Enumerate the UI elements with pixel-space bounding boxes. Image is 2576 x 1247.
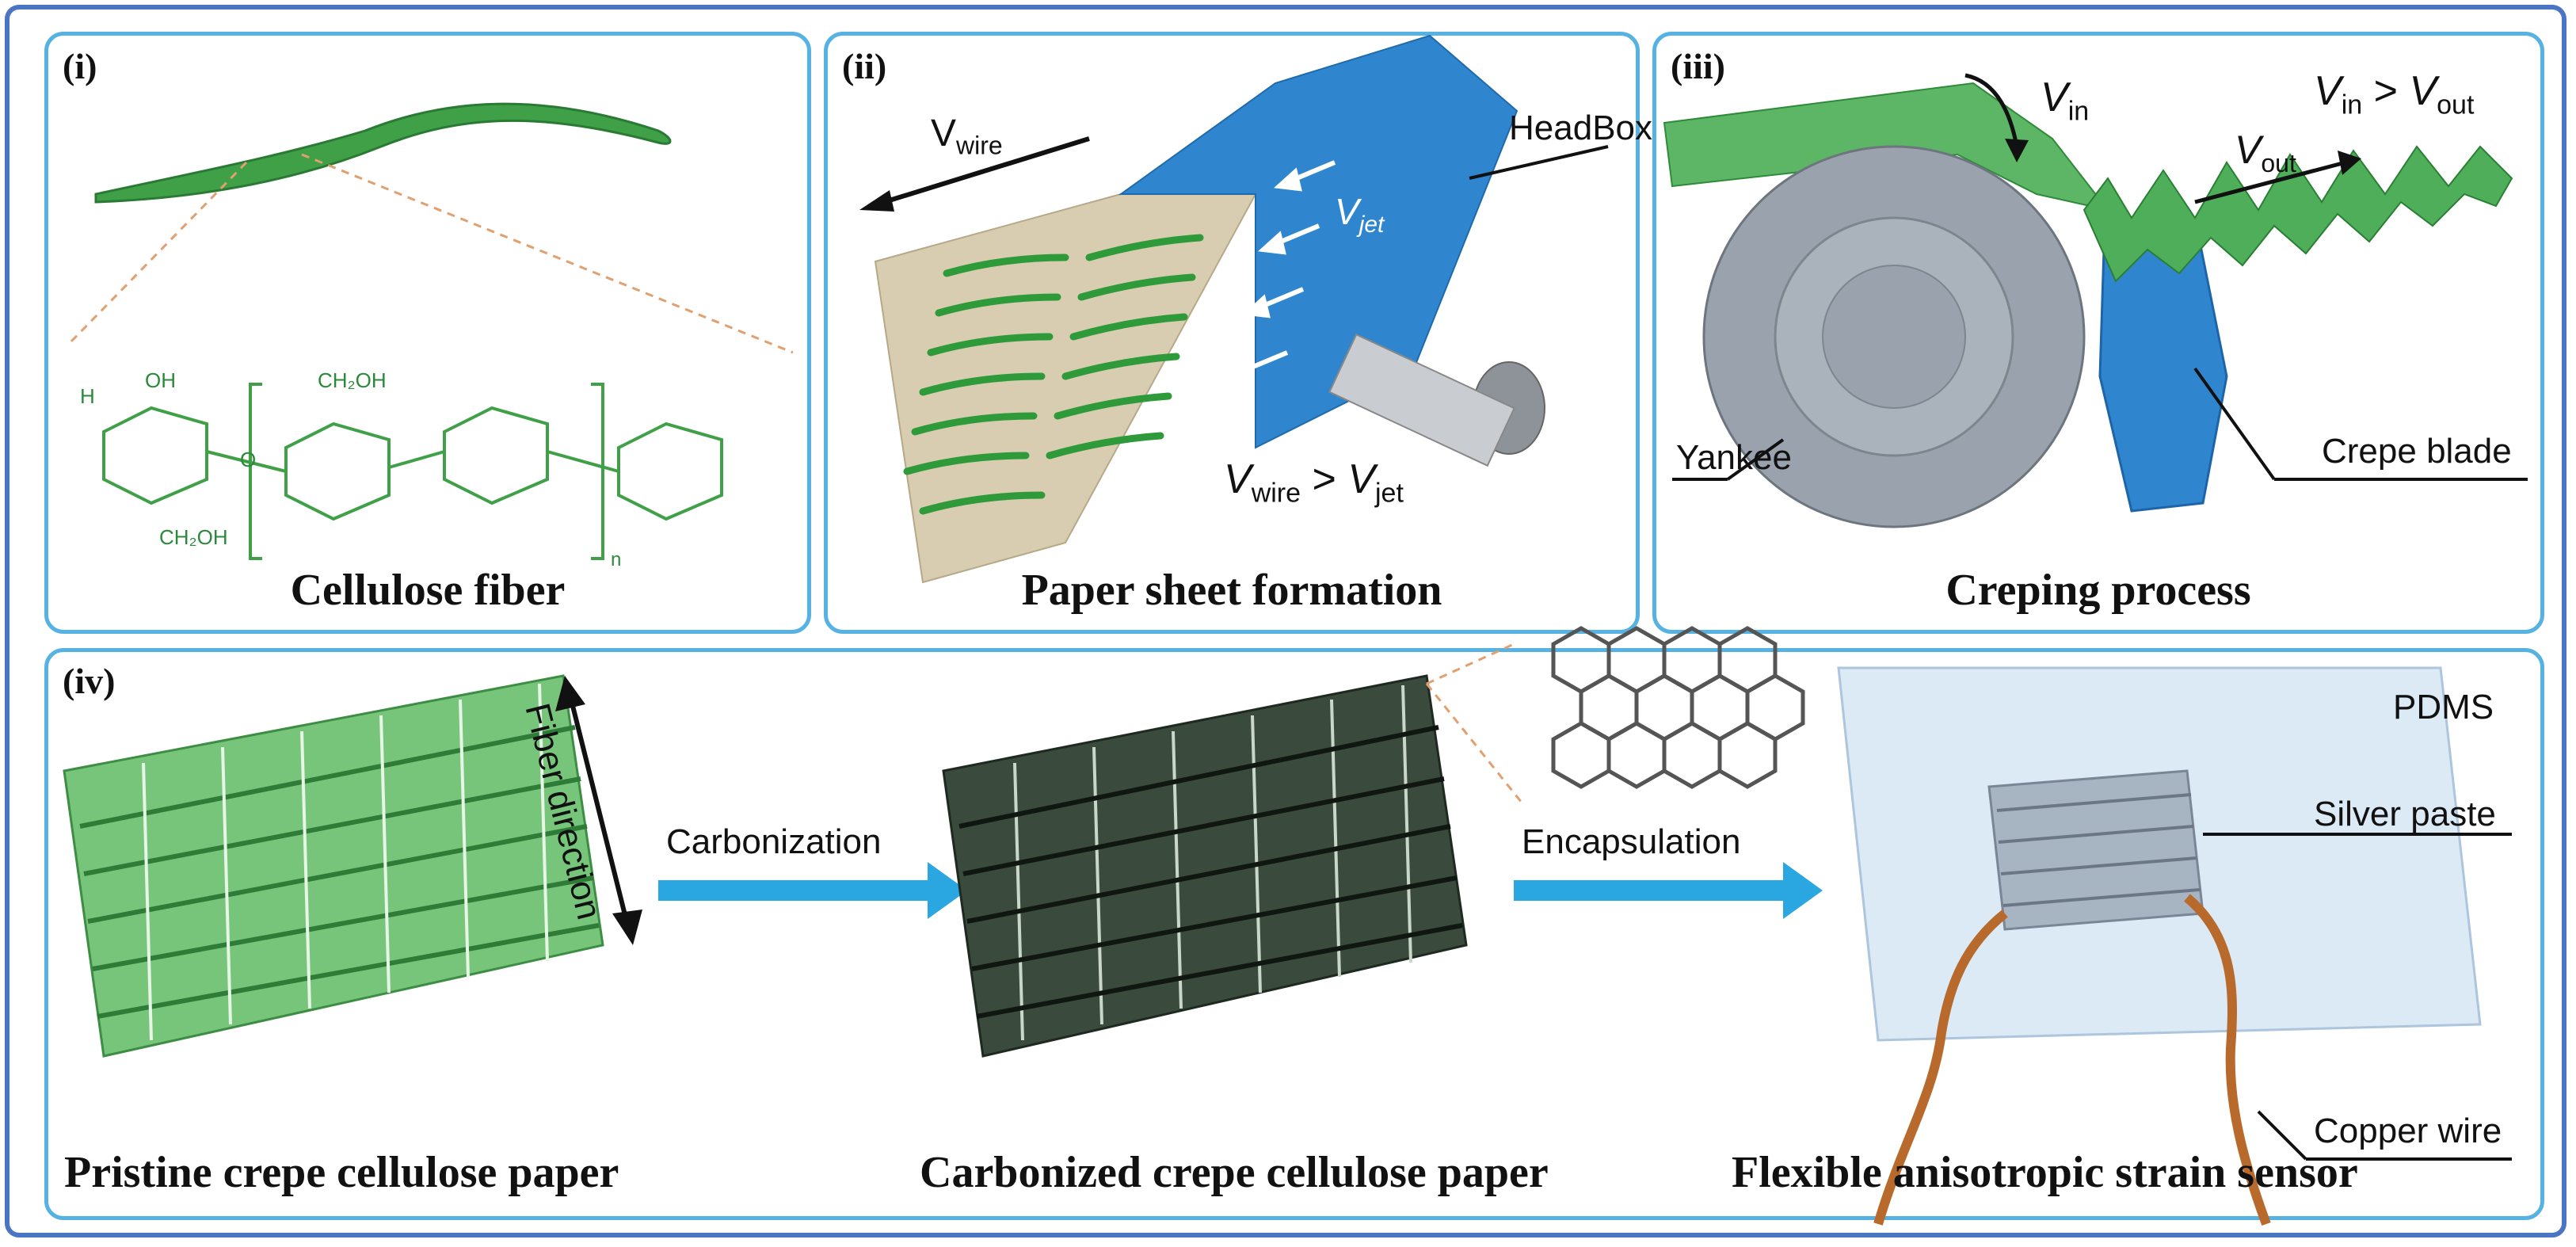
panel-creping-process: (iii) Vin > Vout Vin Vout Yankee Crepe b…: [1652, 32, 2544, 634]
panel-cellulose-fiber: (i) OH CH₂OH CH₂OH O n H Cellulose fiber: [44, 32, 811, 634]
label-vwire: Vwire: [931, 112, 1003, 160]
panel-sensor-fabrication: (iv): [44, 626, 2544, 1226]
vwire-arrow: [871, 136, 1090, 208]
fiber-illustration: [67, 102, 794, 560]
label-carbonization: Carbonization: [666, 822, 882, 861]
hexagonal-lattice-icon: [1551, 626, 1805, 789]
label-crepe-blade: Crepe blade: [2322, 432, 2512, 471]
label-vjet: Vjet: [1335, 191, 1385, 238]
carbonization-arrow: [928, 862, 967, 919]
panel-tag: (ii): [842, 46, 887, 86]
caption-paper-sheet-formation: Paper sheet formation: [1021, 566, 1442, 615]
jet-flow-arrows: [1226, 160, 1336, 382]
caption-creping-process: Creping process: [1945, 566, 2251, 615]
label-vin-gt-vout: Vin > Vout: [2314, 68, 2475, 120]
pristine-crepe-paper: [63, 674, 604, 1058]
chem-label-ch2oh-2: CH₂OH: [159, 525, 228, 549]
headbox-surface: [1118, 34, 1519, 449]
label-silver-paste: Silver paste: [2314, 795, 2496, 833]
panel-tag: (iv): [63, 661, 116, 701]
label-yankee: Yankee: [1676, 438, 1792, 477]
label-vout: Vout: [2235, 128, 2296, 177]
chem-label-h: H: [80, 384, 95, 408]
caption-carbonized-paper: Carbonized crepe cellulose paper: [920, 1148, 1549, 1197]
chem-label-oh: OH: [145, 368, 176, 392]
copper-wire-left: [1873, 910, 2008, 1226]
label-vin: Vin: [2041, 74, 2090, 127]
fabrication-illustration: [63, 626, 2512, 1226]
caption-pristine-paper: Pristine crepe cellulose paper: [64, 1148, 619, 1197]
label-vwire-gt-vjet: Vwire > Vjet: [1224, 456, 1404, 509]
carbonized-crepe-paper: [942, 674, 1468, 1058]
copper-wire-right: [2184, 894, 2271, 1226]
caption-cellulose-fiber: Cellulose fiber: [290, 566, 566, 615]
label-pdms: PDMS: [2393, 688, 2494, 726]
zoom-line-right: [301, 153, 794, 354]
creping-illustration: [1663, 73, 2528, 528]
green-fiber-strand: [94, 102, 672, 204]
caption-strain-sensor: Flexible anisotropic strain sensor: [1732, 1148, 2358, 1197]
crepe-sheet-outgoing: [2083, 145, 2513, 283]
panel-tag: (iii): [1671, 46, 1725, 86]
panel-tag: (i): [63, 46, 97, 86]
figure-frame: [5, 5, 2566, 1237]
label-headbox: HeadBox: [1509, 109, 1653, 147]
fiber-rows: [903, 234, 1204, 515]
chem-label-ch2oh: CH₂OH: [318, 368, 387, 392]
chem-label-o: O: [240, 448, 257, 471]
panel-paper-sheet-formation: (ii) Vwire He: [824, 32, 1652, 634]
chem-label-n: n: [611, 549, 622, 570]
paper-formation-illustration: [859, 34, 1609, 584]
paper-sheet: [874, 193, 1257, 584]
label-encapsulation: Encapsulation: [1522, 822, 1741, 861]
fiber-direction-arrow: [569, 699, 629, 922]
cellulose-structure: [102, 383, 723, 560]
label-copper-wire: Copper wire: [2314, 1112, 2502, 1150]
encapsulation-arrow: [1783, 862, 1823, 919]
